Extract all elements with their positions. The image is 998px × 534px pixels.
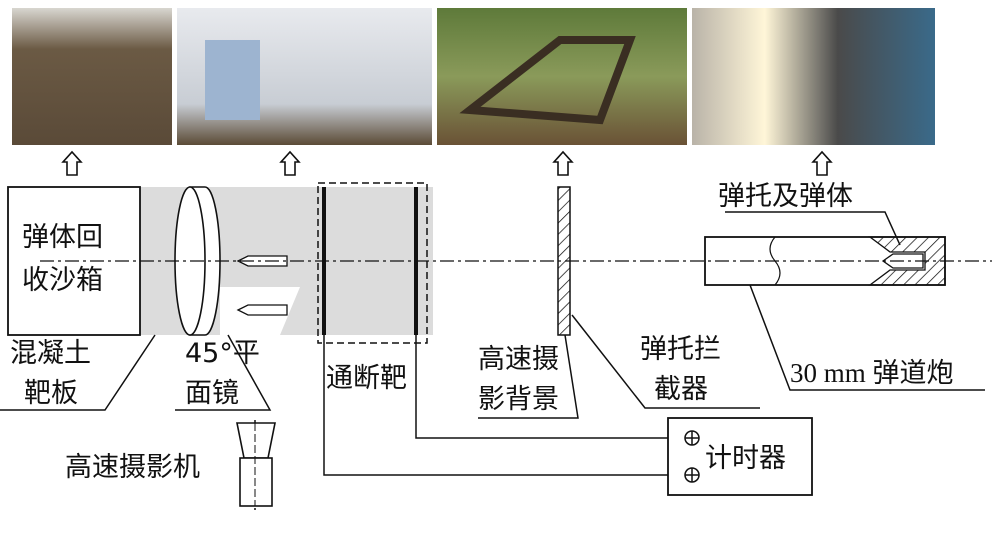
frame-in-photo bbox=[459, 36, 636, 125]
background-label-2: 影背景 bbox=[478, 384, 559, 415]
sandbox-label-2: 收沙箱 bbox=[22, 265, 103, 296]
gun-label: 30 mm 弹道炮 bbox=[790, 358, 954, 388]
concrete-label-2: 靶板 bbox=[24, 378, 78, 409]
projectile-icon bbox=[236, 255, 288, 316]
mirror-label-1: 45°平 bbox=[185, 338, 260, 369]
sandbox-label-1: 弹体回 bbox=[22, 222, 103, 253]
up-arrow-icon bbox=[61, 150, 833, 176]
gun-photo bbox=[692, 8, 935, 145]
interceptor-label-1: 弹托拦 bbox=[640, 334, 721, 365]
concrete-target-photo bbox=[12, 8, 172, 145]
break-target-label: 通断靶 bbox=[326, 363, 407, 394]
background-label-1: 高速摄 bbox=[478, 344, 559, 375]
sabot-icon bbox=[868, 236, 946, 286]
sabot-projectile-label: 弹托及弹体 bbox=[718, 181, 853, 212]
mirror-icon bbox=[174, 186, 221, 336]
concrete-label-1: 混凝土 bbox=[10, 338, 91, 369]
high-speed-background-photo bbox=[437, 8, 687, 145]
camera-icon bbox=[236, 422, 276, 507]
interceptor-label-2: 截器 bbox=[654, 374, 708, 405]
mirror-in-photo bbox=[205, 40, 260, 120]
terminal-icon bbox=[684, 430, 700, 483]
timer-label: 计时器 bbox=[705, 443, 786, 474]
mirror-label-2: 面镜 bbox=[185, 378, 239, 409]
break-target-dashed-box bbox=[317, 182, 428, 344]
camera-label: 高速摄影机 bbox=[65, 452, 200, 483]
